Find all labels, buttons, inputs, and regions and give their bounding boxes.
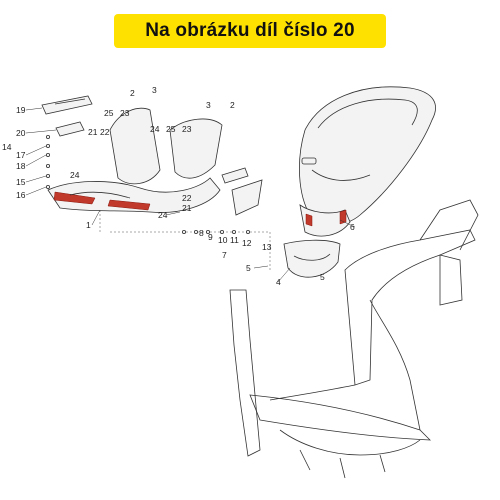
callout-5-right: 5 — [320, 272, 325, 282]
frame — [229, 199, 479, 479]
callout-19: 19 — [16, 105, 26, 115]
callout-24-left: 24 — [70, 170, 80, 180]
callout-7: 7 — [222, 250, 227, 260]
callout-23-left: 23 — [120, 108, 130, 118]
floorboard-part-1 — [47, 177, 221, 213]
callout-16: 16 — [16, 190, 26, 200]
callout-9: 9 — [208, 232, 213, 242]
callout-13: 13 — [262, 242, 272, 252]
leader-lines — [25, 107, 356, 283]
callout-14: 14 — [2, 142, 12, 152]
side-strip-parts — [221, 167, 263, 216]
callout-23-mid: 23 — [182, 124, 192, 134]
callout-2-left: 2 — [130, 88, 135, 98]
callout-10: 10 — [218, 235, 228, 245]
callout-8: 8 — [199, 228, 204, 238]
front-panel-part-4 — [283, 239, 341, 278]
callout-6: 6 — [350, 222, 355, 232]
leg-shield-part-3 — [109, 107, 223, 185]
callout-21: 21 — [88, 127, 98, 137]
fasteners — [46, 134, 250, 234]
part-number-banner: Na obrázku díl číslo 20 — [114, 14, 386, 48]
callout-24-mid: 24 — [150, 124, 160, 134]
callout-17: 17 — [16, 150, 26, 160]
callout-5-left: 5 — [246, 263, 251, 273]
banner-text: Na obrázku díl číslo 20 — [145, 20, 355, 41]
callout-3-left: 3 — [152, 85, 157, 95]
callout-22-lower: 22 — [182, 193, 192, 203]
callout-4: 4 — [276, 277, 281, 287]
callout-20: 20 — [16, 128, 26, 138]
callout-25-left: 25 — [104, 108, 114, 118]
group-bracket-line — [110, 231, 271, 272]
callout-21-lower: 21 — [182, 203, 192, 213]
footrest-part-19 — [41, 95, 93, 115]
callout-12: 12 — [242, 238, 252, 248]
callout-22: 22 — [100, 127, 110, 137]
bracket-part-20 — [55, 121, 85, 137]
callout-11: 11 — [230, 235, 239, 245]
callout-2-right: 2 — [230, 100, 235, 110]
front-shield — [299, 86, 436, 226]
callout-labels: 19 20 21 22 17 18 15 16 14 24 1 2 3 25 2… — [2, 85, 355, 287]
callout-25-mid: 25 — [166, 124, 176, 134]
callout-15: 15 — [16, 177, 26, 187]
callout-18: 18 — [16, 161, 26, 171]
callout-24-bottom: 24 — [158, 210, 168, 220]
callout-3-right: 3 — [206, 100, 211, 110]
callout-1: 1 — [86, 220, 91, 230]
